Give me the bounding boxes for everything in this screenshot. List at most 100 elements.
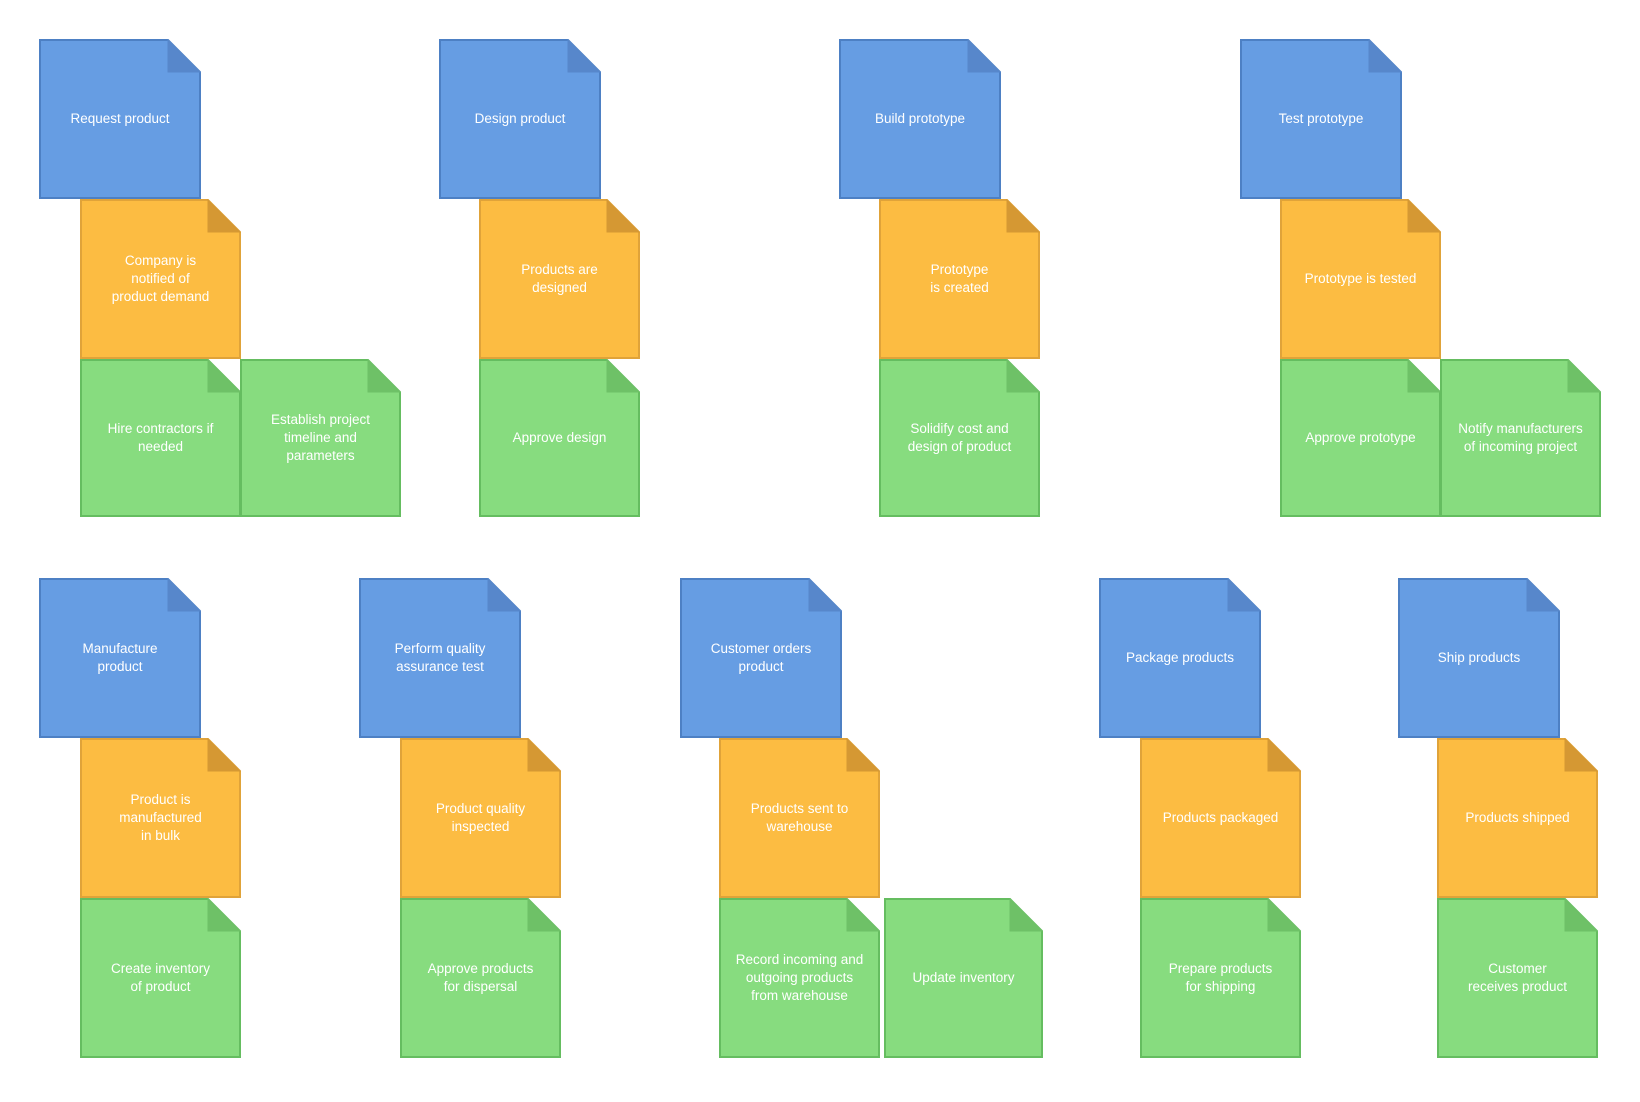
folded-paper-shape bbox=[39, 39, 201, 199]
paper-fold-corner bbox=[606, 359, 640, 393]
paper-body bbox=[879, 199, 1040, 359]
paper-fold-corner bbox=[1009, 898, 1043, 932]
folded-paper-shape bbox=[719, 738, 880, 898]
note-request-product[interactable]: Request product bbox=[39, 39, 201, 199]
paper-fold-corner bbox=[967, 39, 1001, 73]
paper-body bbox=[1437, 898, 1598, 1058]
note-customer-receives-product[interactable]: Customer receives product bbox=[1437, 898, 1598, 1058]
paper-fold-corner bbox=[567, 39, 601, 73]
paper-body bbox=[400, 738, 561, 898]
folded-paper-shape bbox=[80, 199, 241, 359]
note-build-prototype[interactable]: Build prototype bbox=[839, 39, 1001, 199]
note-prototype-is-tested[interactable]: Prototype is tested bbox=[1280, 199, 1441, 359]
paper-body bbox=[1099, 578, 1261, 738]
note-customer-orders-product[interactable]: Customer orders product bbox=[680, 578, 842, 738]
paper-body bbox=[884, 898, 1043, 1058]
paper-fold-corner bbox=[1006, 359, 1040, 393]
folded-paper-shape bbox=[1440, 359, 1601, 517]
paper-fold-corner bbox=[1567, 359, 1601, 393]
note-prepare-products-for-shipping[interactable]: Prepare products for shipping bbox=[1140, 898, 1301, 1058]
paper-body bbox=[80, 738, 241, 898]
note-products-packaged[interactable]: Products packaged bbox=[1140, 738, 1301, 898]
note-approve-prototype[interactable]: Approve prototype bbox=[1280, 359, 1441, 517]
folded-paper-shape bbox=[879, 359, 1040, 517]
paper-fold-corner bbox=[846, 738, 880, 772]
note-products-are-designed[interactable]: Products are designed bbox=[479, 199, 640, 359]
paper-fold-corner bbox=[1526, 578, 1560, 612]
note-update-inventory[interactable]: Update inventory bbox=[884, 898, 1043, 1058]
paper-fold-corner bbox=[1407, 199, 1441, 233]
note-design-product[interactable]: Design product bbox=[439, 39, 601, 199]
paper-body bbox=[1437, 738, 1598, 898]
paper-body bbox=[39, 578, 201, 738]
paper-fold-corner bbox=[606, 199, 640, 233]
note-product-is-manufactured-in-bulk[interactable]: Product is manufactured in bulk bbox=[80, 738, 241, 898]
folded-paper-shape bbox=[1398, 578, 1560, 738]
note-hire-contractors-if-needed[interactable]: Hire contractors if needed bbox=[80, 359, 241, 517]
paper-body bbox=[879, 359, 1040, 517]
paper-body bbox=[1140, 898, 1301, 1058]
folded-paper-shape bbox=[1280, 199, 1441, 359]
note-products-sent-to-warehouse[interactable]: Products sent to warehouse bbox=[719, 738, 880, 898]
note-solidify-cost-and-design-of-product[interactable]: Solidify cost and design of product bbox=[879, 359, 1040, 517]
note-product-quality-inspected[interactable]: Product quality inspected bbox=[400, 738, 561, 898]
paper-body bbox=[39, 39, 201, 199]
paper-body bbox=[1240, 39, 1402, 199]
folded-paper-shape bbox=[1240, 39, 1402, 199]
note-perform-quality-assurance-test[interactable]: Perform quality assurance test bbox=[359, 578, 521, 738]
paper-fold-corner bbox=[207, 359, 241, 393]
paper-body bbox=[80, 199, 241, 359]
note-notify-manufacturers-of-incoming-project[interactable]: Notify manufacturers of incoming project bbox=[1440, 359, 1601, 517]
folded-paper-shape bbox=[1280, 359, 1441, 517]
folded-paper-shape bbox=[39, 578, 201, 738]
folded-paper-shape bbox=[479, 199, 640, 359]
folded-paper-shape bbox=[359, 578, 521, 738]
folded-paper-shape bbox=[1140, 898, 1301, 1058]
paper-body bbox=[1280, 199, 1441, 359]
paper-fold-corner bbox=[167, 39, 201, 73]
paper-fold-corner bbox=[1407, 359, 1441, 393]
folded-paper-shape bbox=[884, 898, 1043, 1058]
paper-fold-corner bbox=[1267, 738, 1301, 772]
note-manufacture-product[interactable]: Manufacture product bbox=[39, 578, 201, 738]
paper-fold-corner bbox=[527, 738, 561, 772]
folded-paper-shape bbox=[680, 578, 842, 738]
note-prototype-is-created[interactable]: Prototype is created bbox=[879, 199, 1040, 359]
note-products-shipped[interactable]: Products shipped bbox=[1437, 738, 1598, 898]
paper-body bbox=[1440, 359, 1601, 517]
paper-body bbox=[439, 39, 601, 199]
paper-fold-corner bbox=[207, 898, 241, 932]
paper-fold-corner bbox=[527, 898, 561, 932]
paper-body bbox=[479, 199, 640, 359]
note-ship-products[interactable]: Ship products bbox=[1398, 578, 1560, 738]
note-create-inventory-of-product[interactable]: Create inventory of product bbox=[80, 898, 241, 1058]
paper-fold-corner bbox=[367, 359, 401, 393]
folded-paper-shape bbox=[1099, 578, 1261, 738]
paper-body bbox=[839, 39, 1001, 199]
note-approve-products-for-dispersal[interactable]: Approve products for dispersal bbox=[400, 898, 561, 1058]
paper-body bbox=[719, 898, 880, 1058]
note-record-incoming-and-outgoing-products-from-wareh[interactable]: Record incoming and outgoing products fr… bbox=[719, 898, 880, 1058]
folded-paper-shape bbox=[400, 898, 561, 1058]
folded-paper-shape bbox=[240, 359, 401, 517]
note-establish-project-timeline-and-parameters[interactable]: Establish project timeline and parameter… bbox=[240, 359, 401, 517]
paper-fold-corner bbox=[167, 578, 201, 612]
paper-body bbox=[479, 359, 640, 517]
note-test-prototype[interactable]: Test prototype bbox=[1240, 39, 1402, 199]
paper-fold-corner bbox=[1227, 578, 1261, 612]
folded-paper-shape bbox=[839, 39, 1001, 199]
note-company-is-notified-of-product-demand[interactable]: Company is notified of product demand bbox=[80, 199, 241, 359]
paper-body bbox=[719, 738, 880, 898]
paper-fold-corner bbox=[487, 578, 521, 612]
paper-body bbox=[1398, 578, 1560, 738]
folded-paper-shape bbox=[80, 898, 241, 1058]
paper-body bbox=[680, 578, 842, 738]
note-approve-design[interactable]: Approve design bbox=[479, 359, 640, 517]
note-package-products[interactable]: Package products bbox=[1099, 578, 1261, 738]
folded-paper-shape bbox=[400, 738, 561, 898]
paper-body bbox=[1140, 738, 1301, 898]
paper-body bbox=[400, 898, 561, 1058]
folded-paper-shape bbox=[479, 359, 640, 517]
folded-paper-shape bbox=[719, 898, 880, 1058]
